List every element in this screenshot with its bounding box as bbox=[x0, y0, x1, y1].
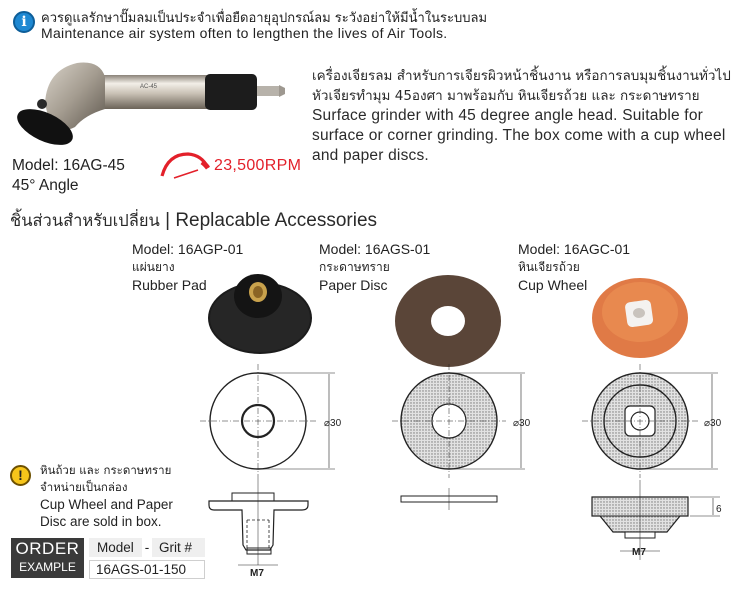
box-sale-note: หินถ้วย และ กระดาษทราย จำหน่ายเป็นกล่อง … bbox=[40, 463, 173, 529]
notice-thai: ควรดูแลรักษาปั๊มลมเป็นประจำเพื่อยืดอายุอ… bbox=[41, 11, 488, 26]
order-model-header: Model bbox=[89, 538, 142, 557]
svg-text:M7: M7 bbox=[632, 547, 646, 558]
order-grit-header: Grit # bbox=[152, 538, 205, 557]
description-th-line: หัวเจียรทำมุม 45องศา มาพร้อมกับ หินเจียร… bbox=[312, 88, 700, 104]
order-example-code: 16AGS-01-150 bbox=[89, 560, 205, 579]
accessory-label-rubber-pad: Model: 16AGP-01 แผ่นยาง Rubber Pad bbox=[132, 241, 244, 293]
accessories-title: ชิ้นส่วนสำหรับเปลี่ยน | Replacable Acces… bbox=[10, 210, 378, 231]
warning-icon: ! bbox=[10, 465, 31, 486]
info-icon: i bbox=[13, 11, 35, 33]
svg-text:⌀30: ⌀30 bbox=[324, 418, 342, 429]
description-th-line: เครื่องเจียรลม สำหรับการเจียรผิวหน้าชิ้น… bbox=[312, 68, 731, 84]
order-separator: - bbox=[144, 540, 150, 555]
speedometer-icon bbox=[160, 152, 210, 179]
rpm-value: 23,500RPM bbox=[214, 157, 302, 174]
notice-english: Maintenance air system often to lengthen… bbox=[41, 25, 448, 41]
cup-wheel-photo bbox=[592, 278, 688, 358]
paper-disc-drawing: ⌀30 bbox=[392, 364, 531, 510]
description-en-line: Surface grinder with 45 degree angle hea… bbox=[312, 107, 703, 124]
angle-label: 45° Angle bbox=[12, 177, 79, 194]
cup-wheel-drawing: 6 M7 ⌀30 bbox=[582, 364, 722, 560]
description-en-line: surface or corner grinding. The box come… bbox=[312, 127, 726, 144]
paper-disc-photo bbox=[395, 275, 501, 367]
rubber-pad-photo bbox=[208, 274, 312, 354]
svg-text:M7: M7 bbox=[250, 568, 264, 579]
product-description: เครื่องเจียรลม สำหรับการเจียรผิวหน้าชิ้น… bbox=[312, 66, 742, 166]
angle-grinder-image: AC-45 bbox=[17, 62, 285, 145]
model-number: Model: 16AG-45 bbox=[12, 157, 125, 174]
svg-text:⌀30: ⌀30 bbox=[513, 418, 531, 429]
svg-text:⌀30: ⌀30 bbox=[704, 418, 722, 429]
rubber-pad-drawing: ⌀30 M7 bbox=[200, 364, 342, 579]
accessory-label-paper-disc: Model: 16AGS-01 กระดาษทราย Paper Disc bbox=[319, 241, 431, 293]
accessory-label-cup-wheel: Model: 16AGC-01 หินเจียรถ้วย Cup Wheel bbox=[518, 241, 631, 293]
product-model: Model: 16AG-45 45° Angle bbox=[12, 156, 125, 196]
order-example-badge: ORDER EXAMPLE bbox=[11, 538, 84, 578]
description-en-line: and paper discs. bbox=[312, 147, 429, 164]
svg-text:6: 6 bbox=[716, 504, 722, 515]
svg-text:AC-45: AC-45 bbox=[140, 84, 158, 90]
